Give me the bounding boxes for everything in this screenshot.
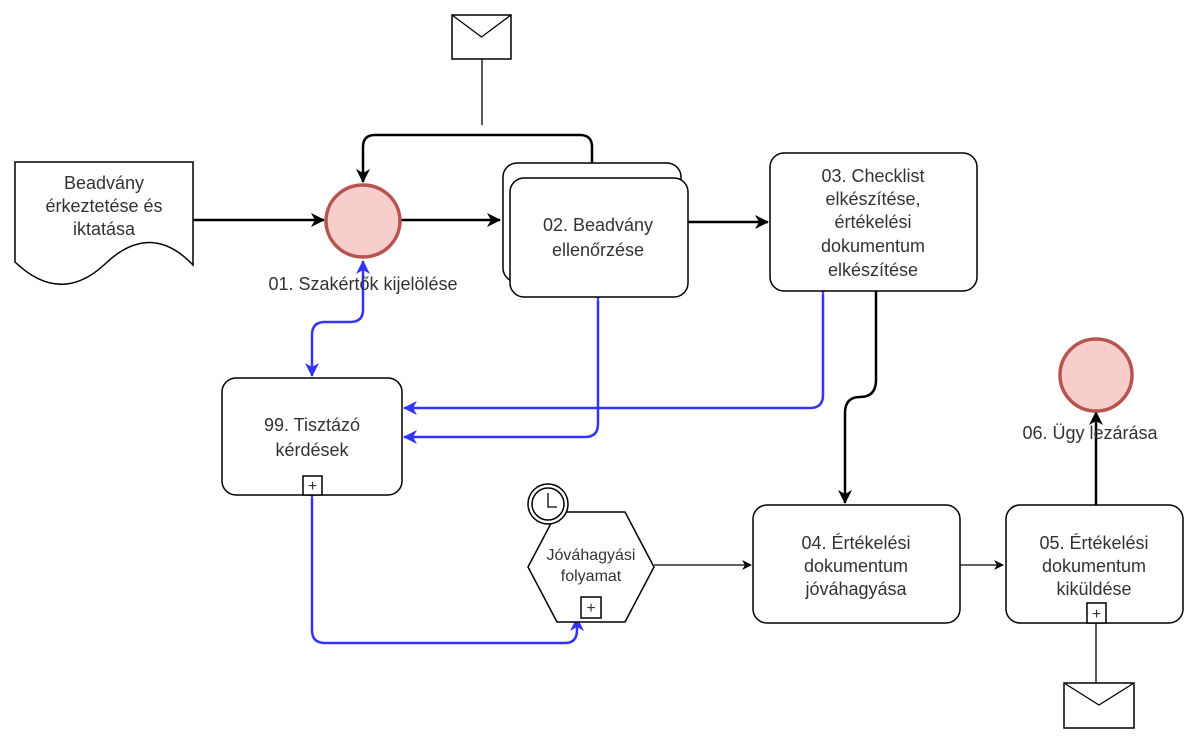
task-label: dokumentum xyxy=(1042,556,1146,576)
task-99[interactable]: 99. Tisztázó kérdések + xyxy=(221,377,403,496)
sequence-flow xyxy=(838,291,878,504)
subprocess-marker-icon xyxy=(302,475,323,496)
start-event[interactable] xyxy=(324,183,402,259)
loop-flow xyxy=(356,133,594,183)
task-label: 02. Beadvány xyxy=(543,215,653,235)
task-label: ellenőrzése xyxy=(552,240,644,260)
subprocess-jovahagyasi[interactable]: Jóváhagyási folyamat + xyxy=(527,511,655,623)
task-03[interactable]: 03. Checklist elkészítése, értékelési do… xyxy=(769,152,978,292)
clock-icon xyxy=(527,483,569,525)
document-label: érkeztetése és xyxy=(45,196,162,216)
task-label: kiküldése xyxy=(1056,579,1131,599)
plus-icon: + xyxy=(308,478,317,495)
task-label: dokumentum xyxy=(804,556,908,576)
task-label: kérdések xyxy=(275,440,349,460)
plus-icon: + xyxy=(1092,606,1101,623)
task-label: elkészítése, xyxy=(825,189,920,209)
task-label: jóváhagyása xyxy=(804,579,907,599)
subprocess-label: Jóváhagyási xyxy=(547,547,636,564)
task-label: dokumentum xyxy=(821,236,925,256)
task-02[interactable]: 02. Beadvány ellenőrzése xyxy=(502,162,689,298)
end-event[interactable] xyxy=(1058,337,1134,413)
clarification-flow xyxy=(305,485,584,645)
subprocess-label: folyamat xyxy=(561,568,622,585)
document-label: iktatása xyxy=(73,219,136,239)
task-label: 99. Tisztázó xyxy=(264,415,360,435)
task-label: 03. Checklist xyxy=(821,166,924,186)
task-label: 05. Értékelési xyxy=(1039,533,1148,553)
document-label: Beadvány xyxy=(64,173,144,193)
task-label: elkészítése xyxy=(828,260,918,280)
envelope-icon xyxy=(451,14,512,60)
plus-icon: + xyxy=(586,600,595,617)
start-event-label: 01. Szakértők kijelölése xyxy=(268,274,457,294)
task-05[interactable]: 05. Értékelési dokumentum kiküldése + xyxy=(1005,504,1184,624)
task-label: 04. Értékelési xyxy=(801,533,910,553)
task-04[interactable]: 04. Értékelési dokumentum jóváhagyása xyxy=(752,504,961,624)
clarification-flow xyxy=(403,287,605,444)
clarification-flow xyxy=(403,281,830,415)
document-node[interactable]: Beadvány érkeztetése és iktatása xyxy=(14,161,194,285)
clarification-flow xyxy=(305,309,365,377)
task-label: értékelési xyxy=(834,212,911,232)
end-event-label: 06. Ügy lezárása xyxy=(1022,423,1158,443)
subprocess-marker-icon xyxy=(580,596,602,619)
envelope-icon xyxy=(1063,682,1135,729)
